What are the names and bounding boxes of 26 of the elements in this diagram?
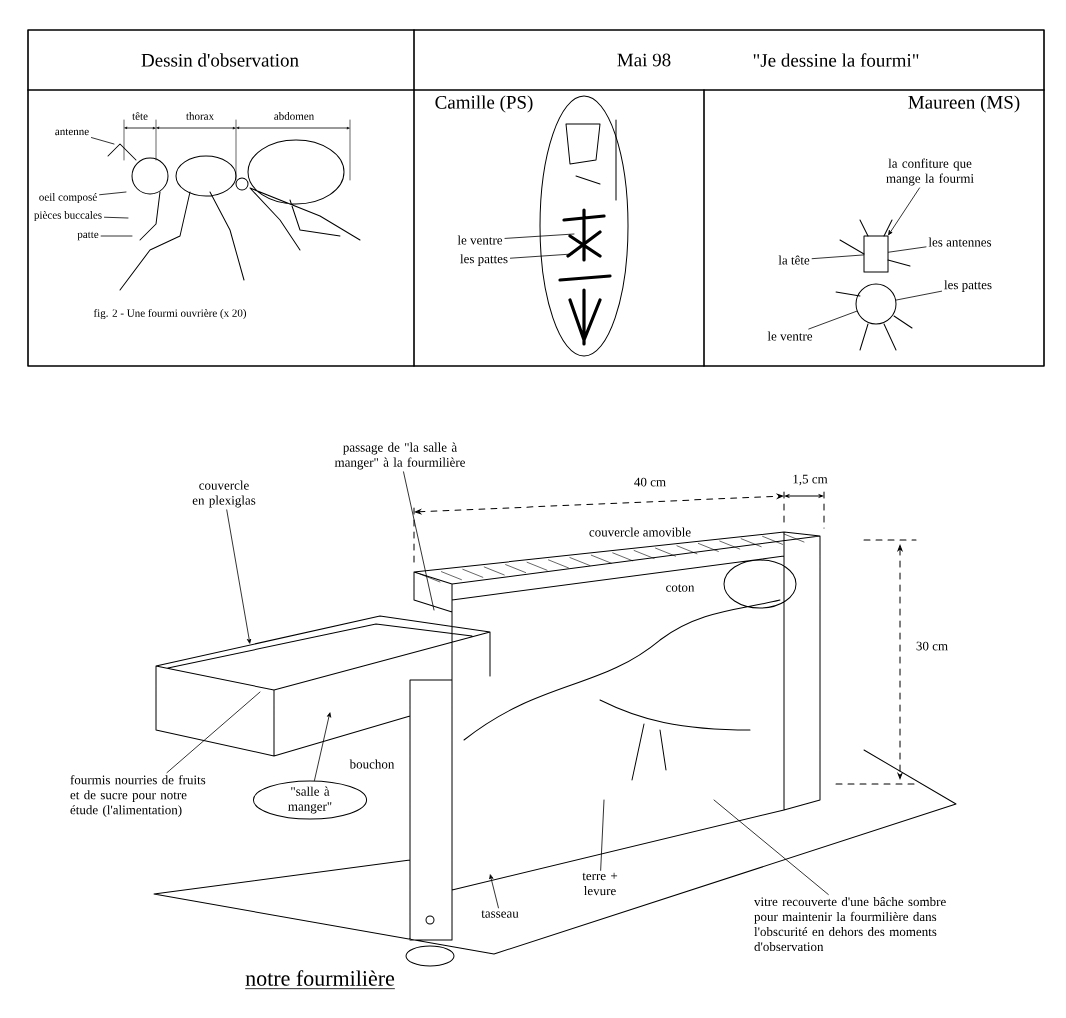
leader-line [888,246,927,253]
label: Mai 98 [617,53,671,67]
leader-line [895,290,942,301]
leader-line [403,471,435,611]
ant-body [855,283,897,325]
leader-line [104,216,129,219]
leader-line [888,187,920,236]
caption: notre fourmilière [244,970,396,990]
leader-line [226,509,252,644]
leader-line [600,799,605,871]
leader-line [99,191,127,196]
leader-line [314,712,331,781]
label: Maureen (MS) [908,95,1020,113]
leader-line [91,137,115,145]
leader-line [808,310,858,330]
leader-line [166,691,261,774]
label: "Je dessine la fourmi" [753,53,919,67]
leader-line [811,254,864,260]
leader-line [489,874,499,909]
leader-line [100,235,133,237]
label: Camille (PS) [435,95,533,113]
leader-line [713,799,829,895]
leader-line [504,233,575,239]
leader-line [510,253,573,259]
ant-head [863,235,889,273]
label: Dessin d'observation [141,53,299,67]
